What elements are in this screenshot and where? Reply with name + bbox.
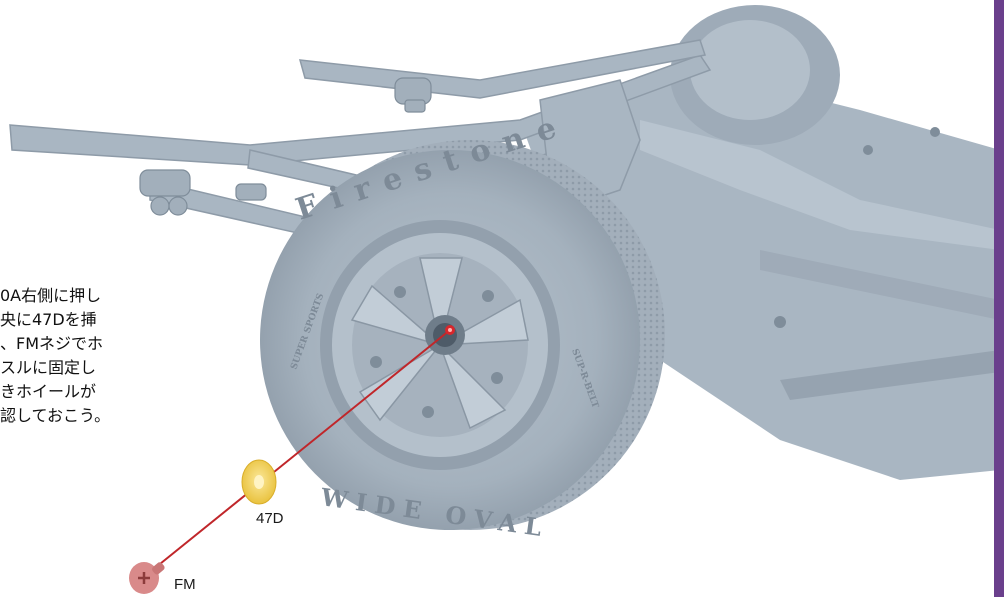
instruction-line: 、FMネジでホ	[0, 334, 104, 353]
washer-icon	[241, 459, 277, 505]
accent-side-strip	[994, 0, 1004, 597]
wheel-rim	[332, 233, 548, 457]
chassis-body	[520, 70, 1000, 480]
screw-icon	[129, 562, 165, 594]
instruction-line: スルに固定し	[0, 358, 97, 377]
instruction-text: 0A右側に押し 央に47Dを挿 、FMネジでホ スルに固定し きホイールが 認し…	[0, 284, 160, 428]
screw-label: FM	[174, 576, 196, 593]
instruction-line: 央に47Dを挿	[0, 310, 97, 329]
instruction-line: きホイールが	[0, 382, 97, 401]
instruction-line: 0A右側に押し	[0, 286, 102, 305]
rear-wheel	[670, 5, 840, 145]
instruction-line: 認しておこう。	[0, 406, 111, 425]
assembly-guide-line	[149, 329, 451, 573]
hub-target-icon	[445, 325, 455, 335]
suspension-links	[139, 77, 432, 216]
washer-label: 47D	[256, 510, 284, 527]
